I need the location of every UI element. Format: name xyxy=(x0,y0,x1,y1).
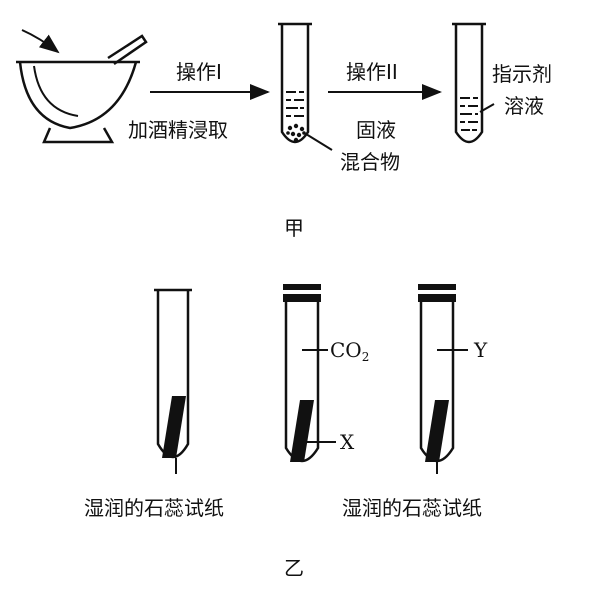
tube-mixture xyxy=(278,22,333,151)
litmus-paper-label-left: 湿润的石蕊试纸 xyxy=(84,496,224,520)
tube-indicator-body xyxy=(454,24,484,144)
solution-leader-line xyxy=(479,103,495,113)
tube-y-stopper-band xyxy=(418,290,456,294)
mixture-label-line2: 混合物 xyxy=(340,150,400,174)
pestle xyxy=(107,34,148,66)
step1-action-label: 加酒精浸取 xyxy=(128,118,228,142)
solution-label-line1: 指示剂 xyxy=(492,62,552,86)
tube-indicator xyxy=(452,22,495,144)
litmus-paper-label-right: 湿润的石蕊试纸 xyxy=(342,496,482,520)
tube-indicator-liquid xyxy=(460,97,478,131)
mortar-and-pestle xyxy=(16,29,148,144)
co2-label: CO2 xyxy=(330,338,369,369)
mixture-leader-line xyxy=(305,133,333,151)
mixture-label-line1: 固液 xyxy=(356,118,396,142)
tube-mixture-liquid xyxy=(286,91,304,117)
tube-y xyxy=(418,284,468,474)
tube-mixture-solid xyxy=(286,123,306,143)
caption-b: 乙 xyxy=(284,556,304,580)
caption-a: 甲 xyxy=(284,216,304,240)
tube-co2-stopper-band xyxy=(283,290,321,294)
solution-label-line2: 溶液 xyxy=(504,94,544,118)
mortar-bowl-inner xyxy=(33,65,79,117)
y-label: Y xyxy=(474,338,488,362)
step2-operation-label: 操作II xyxy=(346,60,398,84)
litmus-paper-open xyxy=(162,396,186,458)
co2-label-subscript: 2 xyxy=(361,350,370,364)
mortar-bowl xyxy=(18,61,138,130)
litmus-paper-co2 xyxy=(290,400,314,462)
insertion-arrow xyxy=(21,29,60,54)
tube-mixture-body xyxy=(280,24,310,144)
mortar-base xyxy=(42,127,115,144)
tube-open xyxy=(154,288,192,474)
co2-label-text: CO xyxy=(330,338,362,362)
litmus-paper-y xyxy=(425,400,449,462)
x-label: X xyxy=(340,430,355,454)
tube-co2 xyxy=(283,284,336,463)
step1-operation-label: 操作I xyxy=(176,60,222,84)
